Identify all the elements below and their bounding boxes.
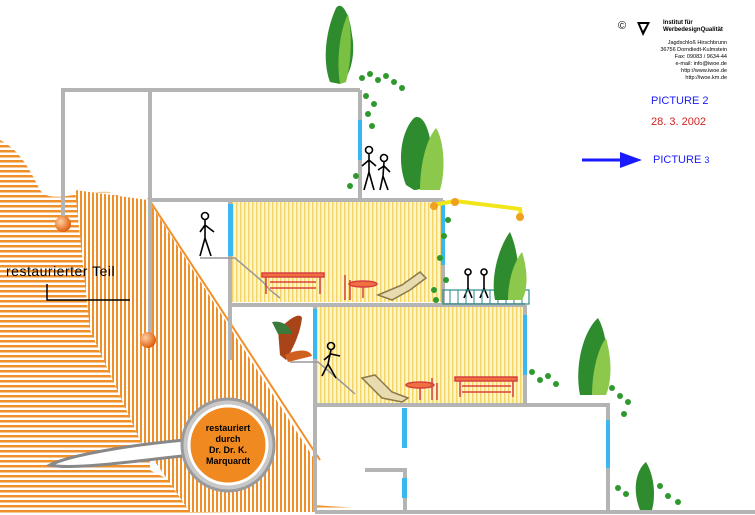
institute-logo: © Institut für WerbedesignQualität Jagds… — [615, 18, 727, 88]
copyright-symbol: © — [618, 20, 627, 32]
awning-joint — [430, 202, 438, 210]
anchor-ball — [140, 332, 156, 348]
magnifier-handle — [45, 438, 193, 469]
address-line: e-mail: info@iwoe.de — [675, 61, 727, 67]
stairs — [200, 257, 356, 395]
address-line: http://iwoe.km.de — [685, 75, 727, 81]
anchor-ball — [55, 216, 71, 232]
ivy-dots — [347, 71, 681, 505]
deck-chairs — [360, 271, 428, 403]
address-line: http://www.iwoe.de — [681, 68, 727, 74]
section-marker-line — [46, 284, 130, 301]
next-picture-label[interactable]: PICTURE — [653, 154, 702, 166]
picture-title: PICTURE 2 — [651, 95, 709, 107]
address-line: Fax: 09083 / 9634-44 — [674, 54, 727, 60]
next-picture-number[interactable]: 3 — [704, 155, 710, 165]
institute-name-line: Institut für — [663, 20, 693, 26]
logo-emblem-icon — [640, 24, 647, 31]
next-arrow-head[interactable] — [620, 152, 642, 168]
awning-rail — [432, 198, 523, 218]
awning-joint — [451, 198, 459, 206]
awning-joint — [516, 213, 524, 221]
badge-line: Dr. Dr. K. — [208, 445, 247, 455]
foliage — [272, 5, 654, 510]
badge-line: Marquardt — [205, 456, 250, 466]
institute-name: Institut für WerbedesignQualität — [663, 20, 723, 34]
balcony-railing — [442, 289, 530, 305]
slope-edge — [147, 197, 321, 461]
badge-line: durch — [215, 434, 241, 444]
address-line: 36756 Dorndiedt-Kulmstein — [660, 47, 727, 53]
date-label: 28. 3. 2002 — [651, 116, 707, 128]
institute-name-line: WerbedesignQualität — [663, 27, 723, 33]
furniture — [261, 272, 518, 400]
magnifier-lens — [187, 404, 269, 486]
section-label: restaurierter Teil — [6, 263, 116, 279]
badge-line: restauriert — [205, 423, 251, 433]
address-line: Jagdschloß Hirschbrunn — [667, 40, 727, 46]
restoration-badge: restauriert durch Dr. Dr. K. Marquardt — [185, 403, 271, 487]
next-picture-link[interactable]: PICTURE 3 — [653, 154, 709, 166]
